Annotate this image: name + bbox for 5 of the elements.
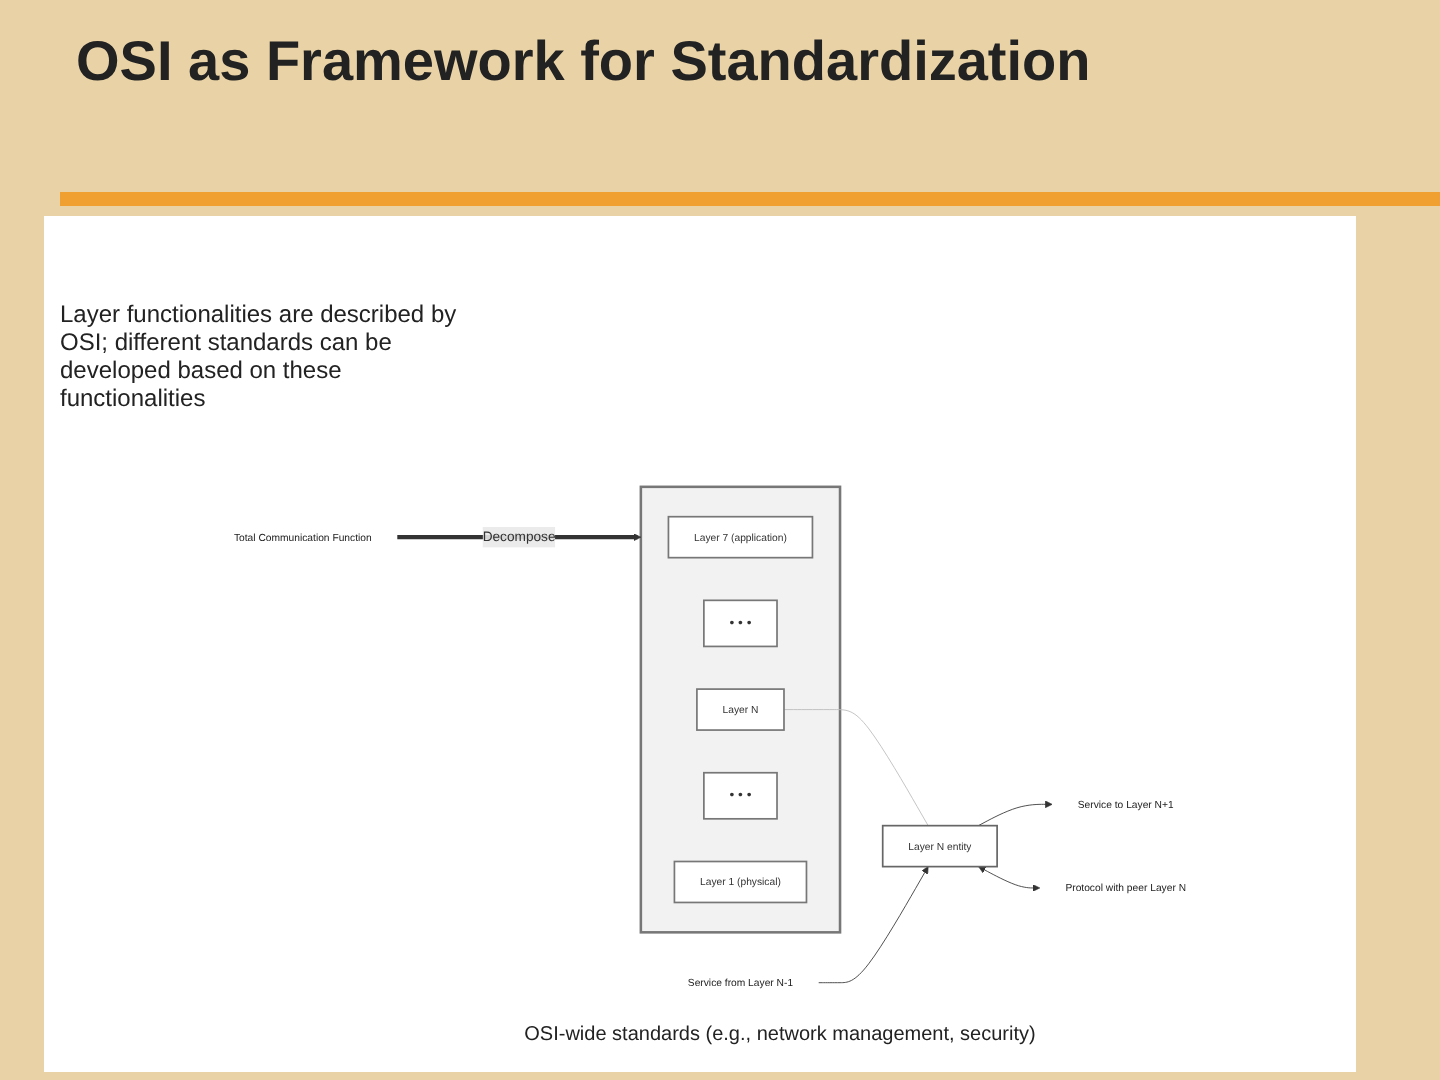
connector [783,709,929,827]
cluster [639,485,842,934]
caption-text: OSI-wide standards (e.g., network management, security) [522,1024,1038,1046]
note-text: Layer functionalities are described by OSI; different standards can be developed based on these functionalities [60,300,459,412]
slide-title: OSI as Framework for Standardization [76,28,1093,96]
